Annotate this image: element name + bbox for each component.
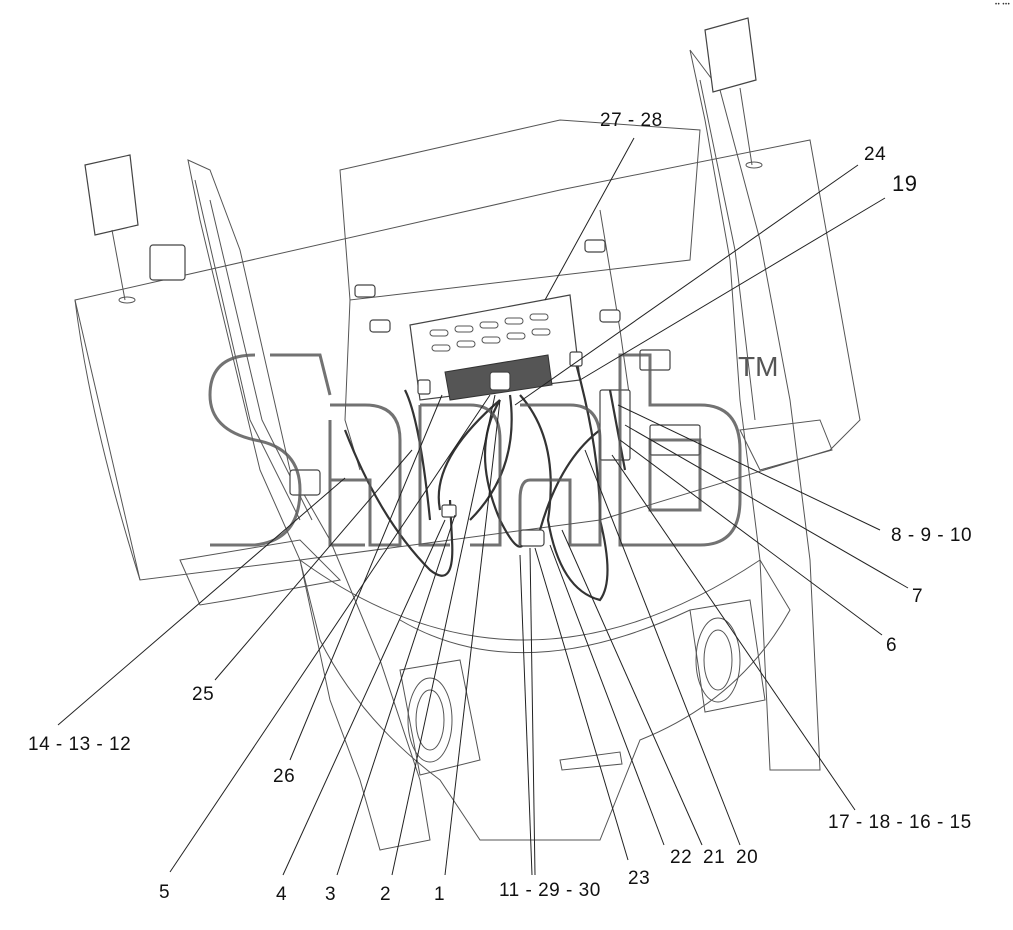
callout-1: 1 — [434, 884, 446, 905]
leader-lines — [57, 137, 909, 876]
callout-2: 2 — [380, 884, 392, 905]
callout-25: 25 — [192, 684, 215, 705]
callout-24: 24 — [864, 144, 887, 165]
machine-body — [74, 17, 861, 851]
callout-4: 4 — [276, 884, 288, 905]
callout-7: 7 — [912, 586, 924, 607]
callout-26: 26 — [273, 766, 296, 787]
callout-14-13-12: 14 - 13 - 12 — [28, 734, 132, 755]
callout-11-29-30: 11 - 29 - 30 — [499, 880, 601, 901]
radiator-slots — [429, 313, 551, 352]
callout-5: 5 — [159, 882, 171, 903]
callout-6: 6 — [886, 635, 898, 656]
callout-20: 20 — [736, 847, 759, 868]
callout-8-9-10: 8 - 9 - 10 — [891, 525, 973, 546]
callout-19: 19 — [892, 171, 918, 196]
corner-mark: •• ••• — [995, 2, 1011, 8]
watermark-tm: TM — [738, 351, 778, 382]
valve-fitting-top — [489, 371, 511, 391]
callout-21: 21 — [703, 847, 726, 868]
callout-27-28: 27 - 28 — [600, 110, 663, 131]
callout-17-18-16-15: 17 - 18 - 16 - 15 — [828, 812, 972, 833]
callout-3: 3 — [325, 884, 337, 905]
watermark-logo — [208, 353, 742, 547]
valve-fitting-bottom — [519, 529, 545, 547]
callout-22: 22 — [670, 847, 693, 868]
callout-23: 23 — [628, 868, 651, 889]
